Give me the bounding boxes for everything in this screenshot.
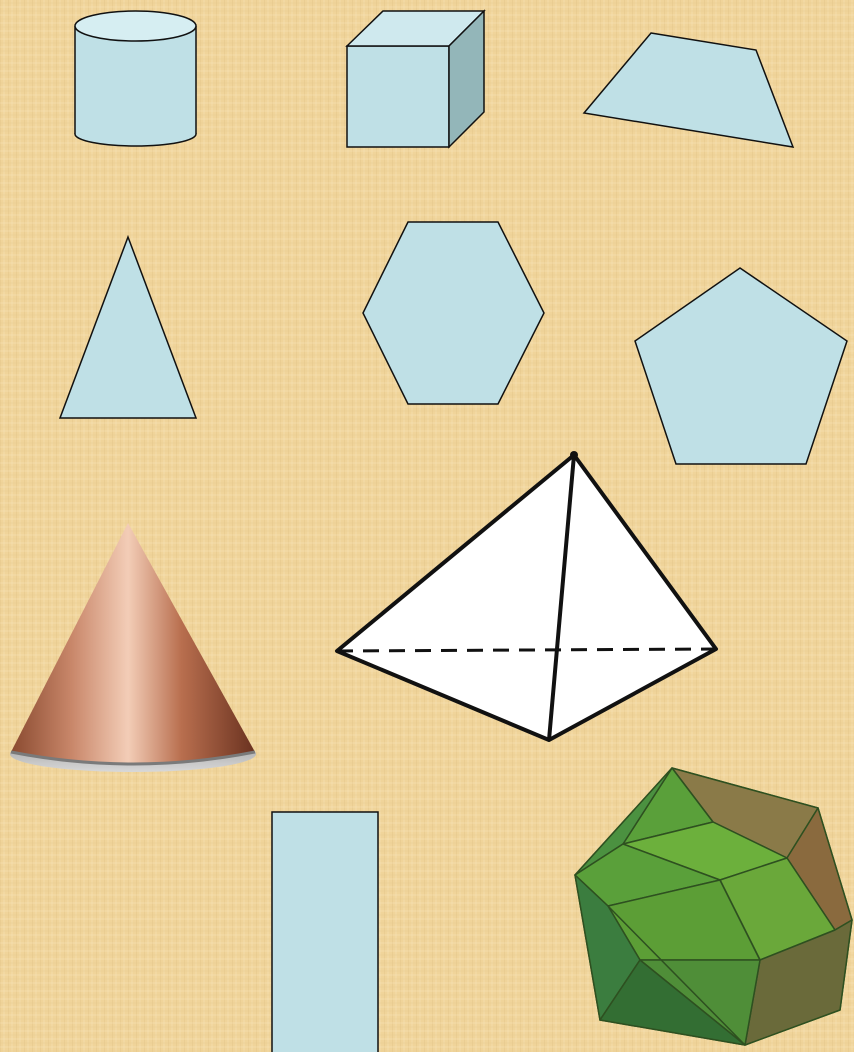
cube bbox=[347, 11, 484, 147]
rectangle bbox=[272, 812, 378, 1052]
cylinder bbox=[75, 11, 196, 146]
